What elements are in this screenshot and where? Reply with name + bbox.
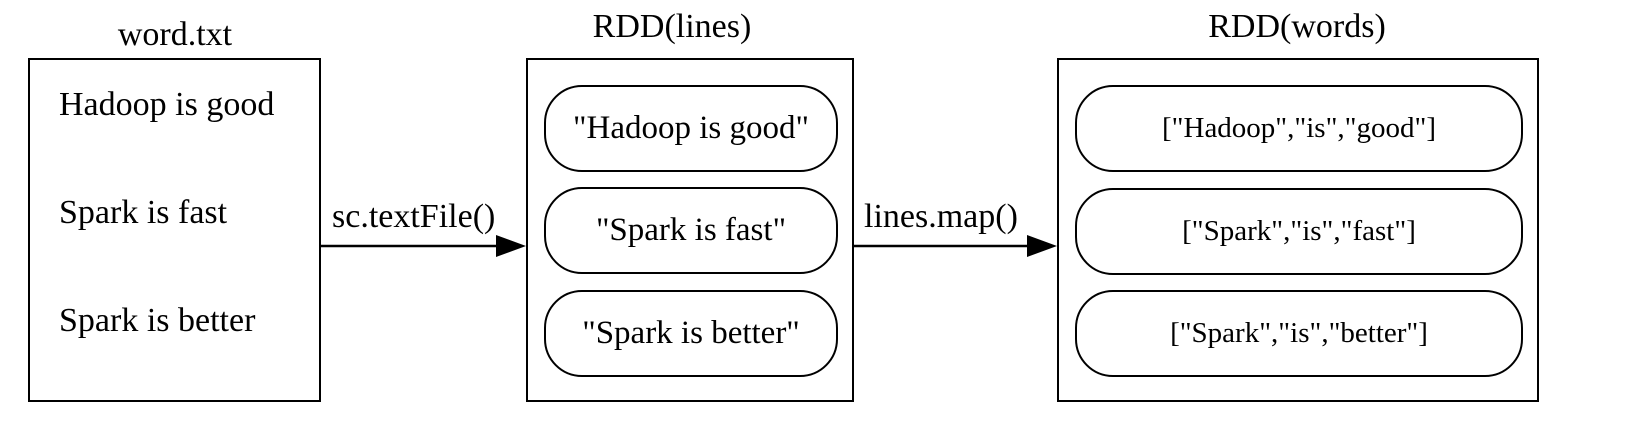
map-edge-label: lines.map() [864,198,1018,235]
rdd-lines-item-2: "Spark is fast" [544,187,838,274]
rdd-lines-title: RDD(lines) [592,8,752,45]
rdd-words-item-2: ["Spark","is","fast"] [1075,188,1523,275]
rdd-lines-box: "Hadoop is good" "Spark is fast" "Spark … [526,58,854,402]
file-line-1: Hadoop is good [59,86,275,123]
word-txt-box: Hadoop is good Spark is fast Spark is be… [28,58,321,402]
file-line-2: Spark is fast [59,194,228,231]
text-file-edge-label: sc.textFile() [332,198,496,235]
rdd-words-title: RDD(words) [1208,8,1386,45]
rdd-words-box: ["Hadoop","is","good"] ["Spark","is","fa… [1057,58,1539,402]
rdd-lines-item-3: "Spark is better" [544,290,838,377]
rdd-words-item-1: ["Hadoop","is","good"] [1075,85,1523,172]
rdd-words-item-3: ["Spark","is","better"] [1075,290,1523,377]
rdd-lines-item-1: "Hadoop is good" [544,85,838,172]
text-file-arrow [321,235,526,257]
file-line-3: Spark is better [59,302,256,339]
map-arrow [854,235,1057,257]
word-txt-title: word.txt [117,16,233,53]
